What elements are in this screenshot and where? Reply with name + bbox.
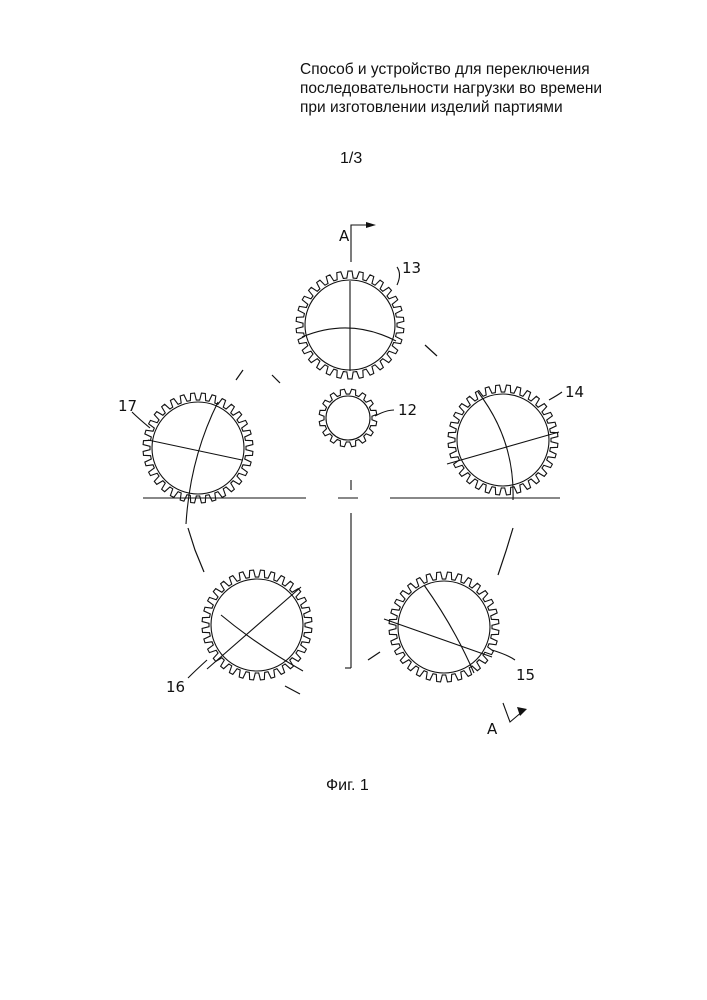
figure-caption: Фиг. 1 (326, 777, 369, 795)
section-label-bottom: A (487, 720, 498, 738)
gear-15 (384, 572, 499, 682)
gear-label-16: 16 (166, 678, 185, 696)
gear-tooth-profile (319, 389, 377, 447)
gear-12 (319, 389, 377, 447)
gear-label-17: 17 (118, 397, 137, 415)
gear-16 (202, 570, 312, 680)
section-label-top: A (339, 227, 350, 245)
gear-label-15: 15 (516, 666, 535, 684)
leader-14 (549, 392, 562, 400)
leader-13 (397, 267, 400, 285)
gear-tooth-profile (448, 385, 558, 495)
gear-17 (143, 393, 253, 524)
gear-label-12: 12 (398, 401, 417, 419)
leader-12 (375, 410, 394, 416)
gear-tooth-profile (143, 393, 253, 503)
gear-14 (447, 385, 559, 500)
leader-15 (492, 650, 515, 660)
gear-label-14: 14 (565, 383, 584, 401)
gear-label-13: 13 (402, 259, 421, 277)
leader-16 (188, 660, 207, 678)
gear-13 (296, 271, 404, 379)
